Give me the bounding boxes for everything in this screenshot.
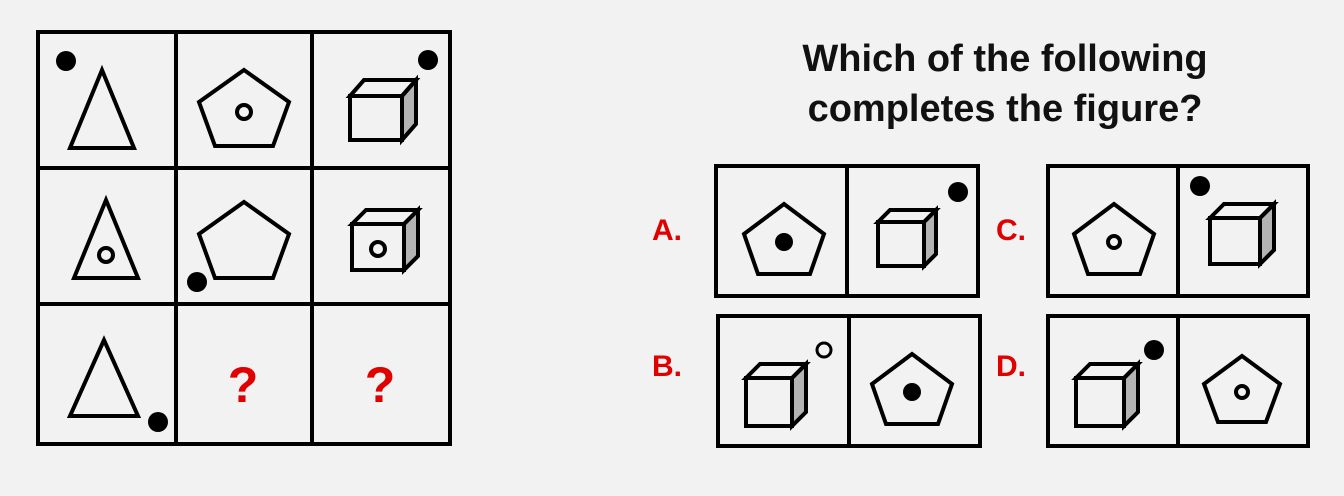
filled-dot xyxy=(187,272,207,292)
cube-shape xyxy=(345,74,421,146)
grid-cell-r2-c3 xyxy=(347,205,423,275)
grid-cell-r1-c2 xyxy=(196,67,292,148)
pentagon-shape xyxy=(196,199,292,280)
filled-dot xyxy=(948,182,968,202)
option-label-c: C. xyxy=(996,214,1026,247)
triangle-shape xyxy=(67,64,137,150)
filled-dot xyxy=(148,412,168,432)
option-label-d: D. xyxy=(996,350,1026,383)
filled-dot xyxy=(418,50,438,70)
missing-cell-mark: ? xyxy=(227,357,259,413)
question-line-1: Which of the following xyxy=(802,38,1208,80)
filled-dot xyxy=(1190,176,1210,196)
grid-cell-r2-c1 xyxy=(71,194,141,280)
hollow-circle xyxy=(369,240,387,258)
grid-cell-r1-c1 xyxy=(56,51,137,150)
grid-cell-r1-c3 xyxy=(345,50,438,146)
cube-shape xyxy=(873,205,941,271)
hollow-circle xyxy=(235,103,253,121)
cube-shape xyxy=(347,205,423,275)
filled-dot xyxy=(56,51,76,71)
pentagon-shape xyxy=(741,201,827,276)
matrix-grid xyxy=(36,30,452,446)
option-label-b: B. xyxy=(652,350,682,383)
question-text: Which of the following completes the fig… xyxy=(730,34,1280,134)
hollow-dot xyxy=(815,341,833,359)
triangle-shape xyxy=(66,335,142,418)
option-b[interactable] xyxy=(716,314,982,448)
filled-circle xyxy=(903,383,921,401)
hollow-circle xyxy=(1234,384,1250,400)
question-line-2: completes the figure? xyxy=(807,88,1203,130)
hollow-circle xyxy=(1106,234,1122,250)
grid-cell-r2-c2 xyxy=(187,199,292,292)
option-d[interactable] xyxy=(1046,314,1310,448)
pentagon-shape xyxy=(1071,201,1157,276)
cube-shape xyxy=(1071,359,1143,431)
hollow-circle xyxy=(97,246,115,264)
cube-shape xyxy=(741,359,811,431)
pentagon-shape xyxy=(869,351,955,426)
triangle-shape xyxy=(71,194,141,280)
pentagon-shape xyxy=(196,67,292,148)
grid-cell-r3-c1 xyxy=(66,335,168,432)
missing-cell-mark: ? xyxy=(364,357,396,413)
option-a[interactable] xyxy=(714,164,980,298)
option-c[interactable] xyxy=(1046,164,1310,298)
option-label-a: A. xyxy=(652,214,682,247)
filled-dot xyxy=(1144,340,1164,360)
pentagon-shape xyxy=(1201,353,1283,424)
cube-shape xyxy=(1205,199,1279,269)
filled-circle xyxy=(775,233,793,251)
